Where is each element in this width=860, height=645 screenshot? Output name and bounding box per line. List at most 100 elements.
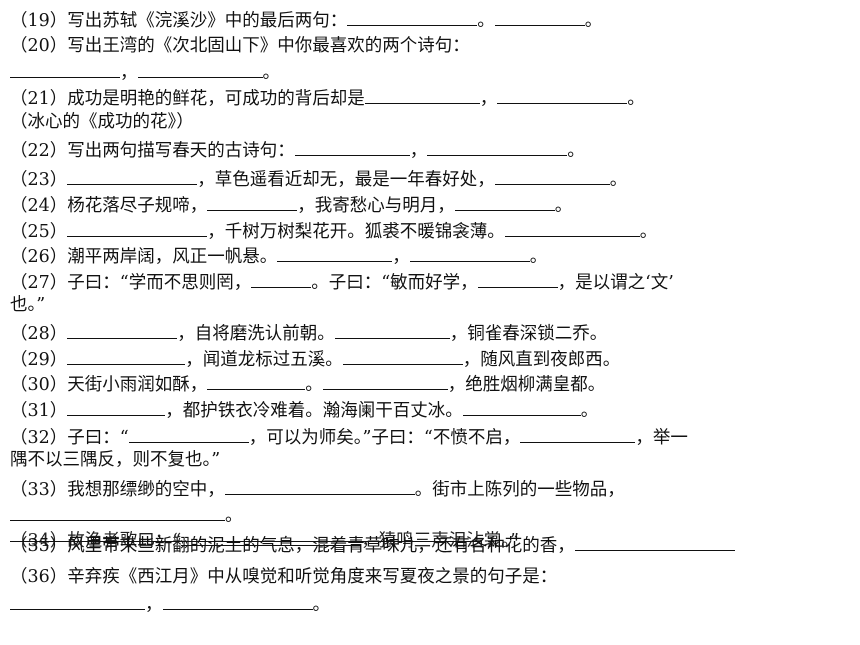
question-text: 。 <box>609 170 628 190</box>
answer-blank[interactable] <box>181 528 362 546</box>
question-text: 。 <box>477 11 495 31</box>
question-text: 。 <box>627 89 645 109</box>
answer-blank[interactable] <box>128 425 249 443</box>
question-line: （35）风里带来些新翻的泥土的气息，混着青草味儿，还有各种花的香， <box>10 533 735 556</box>
question-text: 。 <box>305 375 323 395</box>
answer-blank[interactable] <box>207 372 306 390</box>
question-text: （33）我想那缥缈的空中， <box>10 480 225 500</box>
answer-blank[interactable] <box>10 503 225 521</box>
answer-blank[interactable] <box>251 270 312 288</box>
answer-blank[interactable] <box>497 86 628 104</box>
question-text: （冰心的《成功的花》） <box>10 112 194 132</box>
question-text: 。 <box>584 11 603 31</box>
question-text: （32）子曰：“ <box>10 428 129 448</box>
answer-blank[interactable] <box>454 193 555 211</box>
question-text: 。 <box>262 63 281 83</box>
question-text: ，铜雀春深锁二乔。 <box>449 324 608 344</box>
question-line: （27）子曰：“学而不思则罔， 。子曰：“敏而好学， ，是以谓之‘文’ <box>10 270 674 293</box>
question-text: （30）天街小雨润如酥， <box>10 375 208 395</box>
answer-blank[interactable] <box>294 138 410 156</box>
question-text: （23） <box>10 170 68 190</box>
question-text: ，是以谓之‘文’ <box>557 273 674 293</box>
question-text: 。子曰：“敏而好学， <box>311 273 478 293</box>
answer-blank[interactable] <box>494 167 610 185</box>
answer-blank[interactable] <box>67 347 186 365</box>
question-text: （25） <box>10 222 68 242</box>
answer-blank[interactable] <box>477 270 558 288</box>
answer-blank[interactable] <box>277 244 393 262</box>
question-text: 。 <box>567 141 585 161</box>
question-line: （冰心的《成功的花》） <box>10 111 194 133</box>
answer-blank[interactable] <box>462 398 581 416</box>
question-line: （32）子曰：“ ，可以为师矣。”子曰：“不愤不启， ，举一 <box>10 425 688 448</box>
question-line: （20）写出王湾的《次北固山下》中你最喜欢的两个诗句： <box>10 35 470 57</box>
answer-blank[interactable] <box>322 372 448 390</box>
answer-blank[interactable] <box>224 477 415 495</box>
question-text: （26）潮平两岸阔，风正一帆悬。 <box>10 247 278 267</box>
question-line: （22）写出两句描写春天的古诗句： ， 。 <box>10 138 585 161</box>
question-line: （25），千树万树梨花开。狐裘不暖锦衾薄。。 <box>10 219 658 242</box>
question-text: （31） <box>10 401 68 421</box>
question-text: （27）子曰：“学而不思则罔， <box>10 273 252 293</box>
question-text: ，举一 <box>635 428 688 448</box>
question-line: （24）杨花落尽子规啼， ，我寄愁心与明月， 。 <box>10 193 573 216</box>
answer-blank[interactable] <box>409 244 530 262</box>
question-line: （26）潮平两岸阔，风正一帆悬。，。 <box>10 244 548 267</box>
question-text: （36）辛弃疾《西江月》中从嗅觉和听觉角度来写夏夜之景的句子是： <box>10 567 558 587</box>
question-text: ，随风直到夜郎西。 <box>462 350 621 370</box>
overlap-rule <box>10 541 480 542</box>
answer-blank[interactable] <box>67 167 198 185</box>
question-text: ， <box>479 89 498 109</box>
answer-blank[interactable] <box>504 219 640 237</box>
question-text: 。 <box>225 506 243 526</box>
question-line: ，。 <box>10 592 331 615</box>
answer-blank[interactable] <box>162 592 313 610</box>
question-text: ，可以为师矣。”子曰：“不愤不启， <box>248 428 521 448</box>
question-text: ， <box>409 141 428 161</box>
question-line: （33）我想那缥缈的空中，。街市上陈列的一些物品， <box>10 477 625 500</box>
answer-blank[interactable] <box>427 138 568 156</box>
question-text: ，绝胜烟柳满皇都。 <box>447 375 606 395</box>
answer-blank[interactable] <box>342 347 463 365</box>
question-text: 。 <box>554 196 573 216</box>
question-line: （31） ，都护铁衣冷难着。瀚海阑干百丈冰。 。 <box>10 398 599 421</box>
question-line: （29），闻道龙标过五溪。，随风直到夜郎西。 <box>10 347 621 370</box>
question-text: ，我寄愁心与明月， <box>297 196 455 216</box>
question-text: 。 <box>312 595 331 615</box>
question-text: （22）写出两句描写春天的古诗句： <box>10 141 295 161</box>
question-line: （21）成功是明艳的鲜花，可成功的背后却是，。 <box>10 86 645 109</box>
question-line: 隅不以三隅反，则不复也。” <box>10 449 220 471</box>
answer-blank[interactable] <box>520 425 636 443</box>
answer-blank[interactable] <box>207 193 298 211</box>
answer-blank[interactable] <box>67 219 208 237</box>
question-line: （30）天街小雨润如酥， 。 ，绝胜烟柳满皇都。 <box>10 372 606 395</box>
answer-blank[interactable] <box>334 321 450 339</box>
question-line: （23） ，草色遥看近却无，最是一年春好处， 。 <box>10 167 628 190</box>
answer-blank[interactable] <box>67 398 166 416</box>
question-text: ，闻道龙标过五溪。 <box>185 350 343 370</box>
question-text: （35）风里带来些新翻的泥土的气息，混着青草味儿，还有各种花的香， <box>10 536 575 556</box>
question-text: 。 <box>580 401 599 421</box>
answer-blank[interactable] <box>67 321 178 339</box>
question-text: ，自将磨洗认前朝。 <box>177 324 335 344</box>
question-text: ，都护铁衣冷难着。瀚海阑干百丈冰。 <box>165 401 463 421</box>
answer-blank[interactable] <box>494 8 585 26</box>
question-text: （20）写出王湾的《次北固山下》中你最喜欢的两个诗句： <box>10 36 470 56</box>
question-text: 。 <box>529 247 548 267</box>
answer-blank[interactable] <box>347 8 478 26</box>
answer-blank[interactable] <box>137 60 263 78</box>
question-text: ， <box>145 595 163 615</box>
answer-blank[interactable] <box>10 592 145 610</box>
question-text: ，草色遥看近却无，最是一年春好处， <box>197 170 495 190</box>
question-text: 也。” <box>10 295 46 315</box>
answer-blank[interactable] <box>574 533 735 551</box>
question-text: ， <box>120 63 138 83</box>
question-text: （19）写出苏轼《浣溪沙》中的最后两句： <box>10 11 348 31</box>
question-text: （24）杨花落尽子规啼， <box>10 196 208 216</box>
answer-blank[interactable] <box>364 86 480 104</box>
question-text: 隅不以三隅反，则不复也。” <box>10 450 221 470</box>
answer-blank[interactable] <box>10 60 120 78</box>
question-text: 。 <box>639 222 658 242</box>
question-line: （19）写出苏轼《浣溪沙》中的最后两句： 。 。 <box>10 8 603 31</box>
